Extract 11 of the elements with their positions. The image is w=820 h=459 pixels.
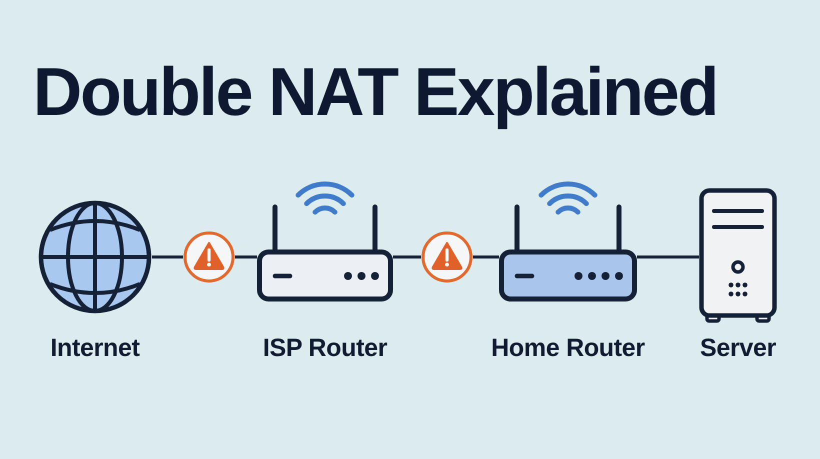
connector-line	[393, 256, 421, 258]
connector-line	[473, 256, 499, 258]
warning-icon	[421, 231, 473, 283]
connector-line	[235, 256, 257, 258]
node-label: ISP Router	[262, 333, 388, 363]
node-label: Home Router	[491, 333, 645, 363]
node-label: Internet	[50, 333, 140, 363]
node-label: Server	[700, 333, 776, 363]
warning-icon	[183, 231, 235, 283]
connector-line	[152, 256, 183, 258]
connector-line	[637, 256, 699, 258]
